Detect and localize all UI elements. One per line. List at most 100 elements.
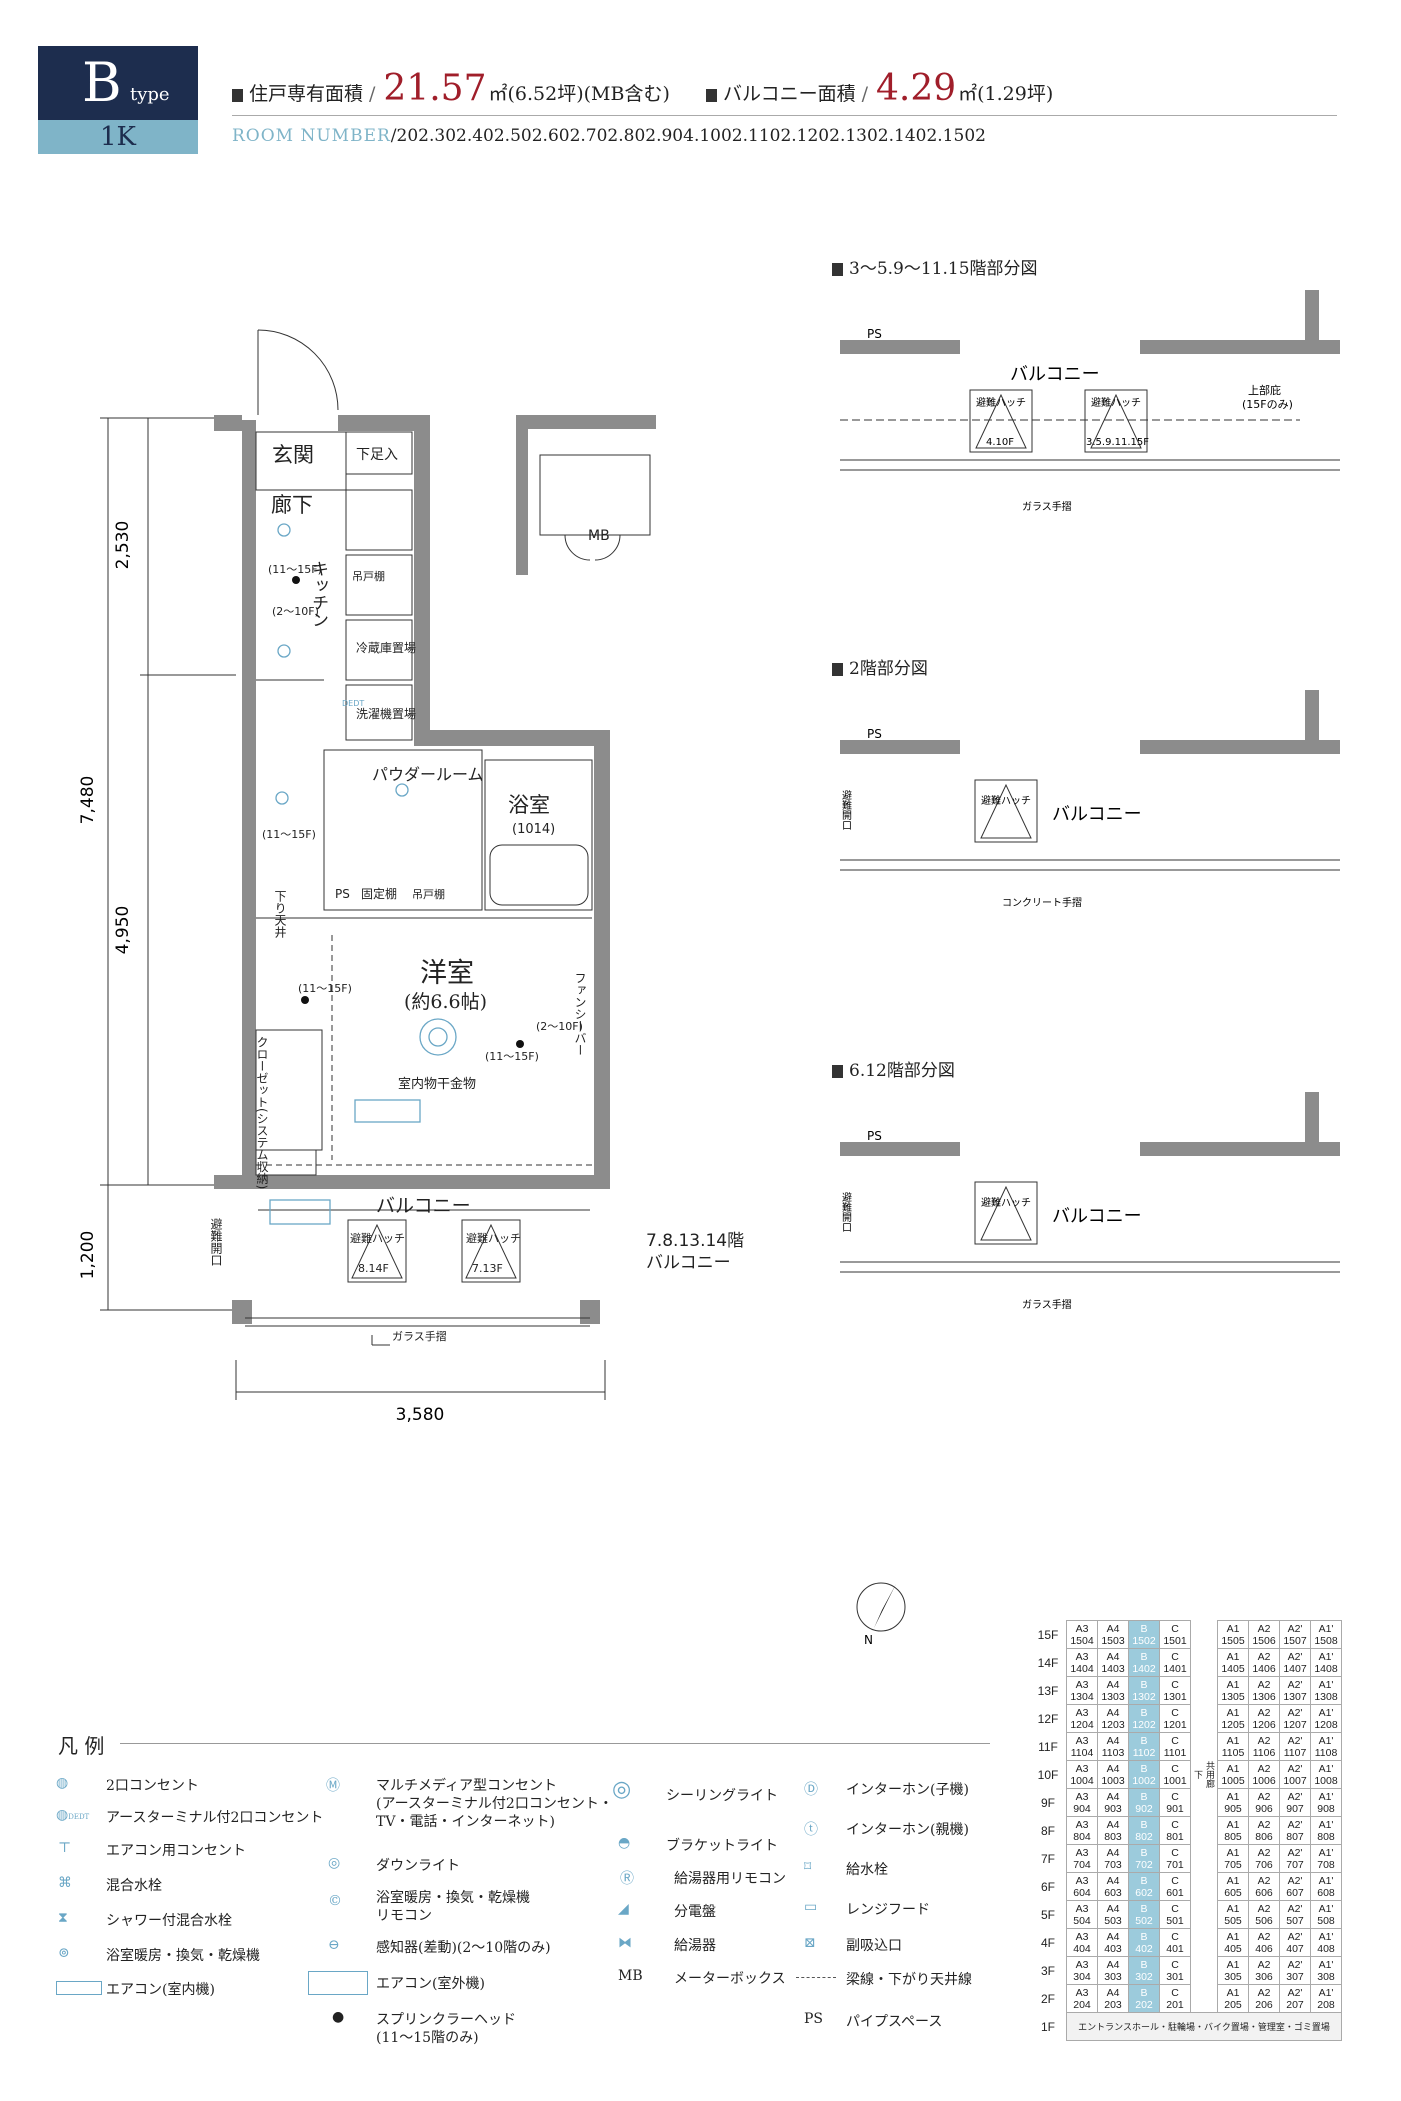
ground-floor-cell: エントランスホール・駐輪場・バイク置場・管理室・ゴミ置場 (1066, 2012, 1342, 2041)
svg-text:洗濯機置場: 洗濯機置場 (356, 706, 416, 721)
partial-plan-2: PS バルコニー 避難ハッチ 避難開口 コンクリート手摺 (840, 690, 1340, 909)
unit-cell: A2'907 (1279, 1788, 1311, 1817)
svg-text:3.5.9.11.15F: 3.5.9.11.15F (1086, 437, 1149, 448)
legend-title: 凡 例 (58, 1734, 105, 1758)
floor-label: 5F (1040, 1907, 1055, 1922)
floor-label: 3F (1040, 1963, 1055, 1978)
unit-cell: A1'1308 (1310, 1676, 1342, 1705)
partial-title-3: 6.12階部分図 (832, 1056, 955, 1081)
svg-text:(11〜15F): (11〜15F) (262, 828, 316, 841)
svg-text:ガラス手摺: ガラス手摺 (392, 1329, 447, 1343)
bath-remote-icon: © (328, 1893, 342, 1909)
legend: ◍ 2口コンセント ◍DEDT アースターミナル付2口コンセント ⊤ エアコン用… (56, 1775, 972, 2046)
partial-plan-3: PS バルコニー 避難ハッチ 避難開口 ガラス手摺 (840, 1092, 1340, 1311)
outlet-icon: ◍ (56, 1775, 69, 1791)
unit-cell: A1'308 (1310, 1956, 1342, 1985)
unit-cell: A1'1108 (1310, 1732, 1342, 1761)
mixer-faucet-icon: ⌘ (58, 1875, 72, 1891)
svg-text:バルコニー: バルコニー (1052, 1206, 1142, 1227)
floor-label: 15F (1037, 1627, 1059, 1642)
unit-cell: A2'1007 (1279, 1760, 1311, 1789)
svg-text:(11〜15F): (11〜15F) (268, 563, 322, 576)
unit-cell: A2'407 (1279, 1928, 1311, 1957)
floor-label: 6F (1040, 1879, 1055, 1894)
svg-text:N: N (864, 1633, 873, 1647)
svg-text:コンクリート手摺: コンクリート手摺 (1002, 896, 1082, 909)
label-genkan: 玄関 (272, 443, 314, 467)
bracket-light-icon: ◓ (618, 1835, 631, 1851)
svg-text:避難ハッチ: 避難ハッチ (466, 1231, 521, 1245)
panel-icon: ◢ (618, 1901, 629, 1917)
svg-text:下り天井: 下り天井 (273, 890, 287, 939)
unit-cell: A2'707 (1279, 1844, 1311, 1873)
svg-text:(1014): (1014) (512, 822, 555, 837)
svg-text:バルコニー: バルコニー (646, 1253, 731, 1273)
svg-text:バルコニー: バルコニー (376, 1195, 471, 1217)
label-kitchen: キッチン (308, 560, 328, 628)
unit-cell: A2'1207 (1279, 1704, 1311, 1733)
floor-label: 10F (1037, 1767, 1059, 1782)
water-heater-remote-icon: Ⓡ (620, 1871, 634, 1887)
earth-outlet-icon: ◍DEDT (56, 1807, 90, 1823)
shower-faucet-icon: ⧗ (58, 1910, 68, 1926)
bath-dryer-icon: ⊚ (58, 1945, 70, 1961)
unit-cell: A1'408 (1310, 1928, 1342, 1957)
unit-cell: A1'1408 (1310, 1648, 1342, 1677)
svg-text:4.10F: 4.10F (986, 437, 1014, 448)
svg-text:(2〜10F): (2〜10F) (272, 605, 319, 618)
unit-cell: A2'507 (1279, 1900, 1311, 1929)
unit-cell: A1'1508 (1310, 1620, 1342, 1649)
intercom-sub-icon: Ⓓ (804, 1782, 818, 1798)
floor-label: 13F (1037, 1683, 1059, 1698)
dim-2530: 2,530 (113, 521, 133, 570)
svg-text:室内物干金物: 室内物干金物 (398, 1076, 476, 1092)
svg-text:吊戸棚: 吊戸棚 (352, 569, 385, 583)
intercom-main-icon: ⓣ (804, 1822, 818, 1838)
svg-text:MB: MB (588, 528, 610, 544)
dim-4950: 4,950 (113, 906, 133, 955)
floor-label: 2F (1040, 1991, 1055, 2006)
unit-cell: A1'508 (1310, 1900, 1342, 1929)
aircon-outdoor-icon (308, 1971, 368, 1995)
svg-text:7.13F: 7.13F (472, 1262, 503, 1275)
legend-divider (120, 1743, 990, 1744)
aircon-outlet-icon: ⊤ (58, 1840, 72, 1856)
